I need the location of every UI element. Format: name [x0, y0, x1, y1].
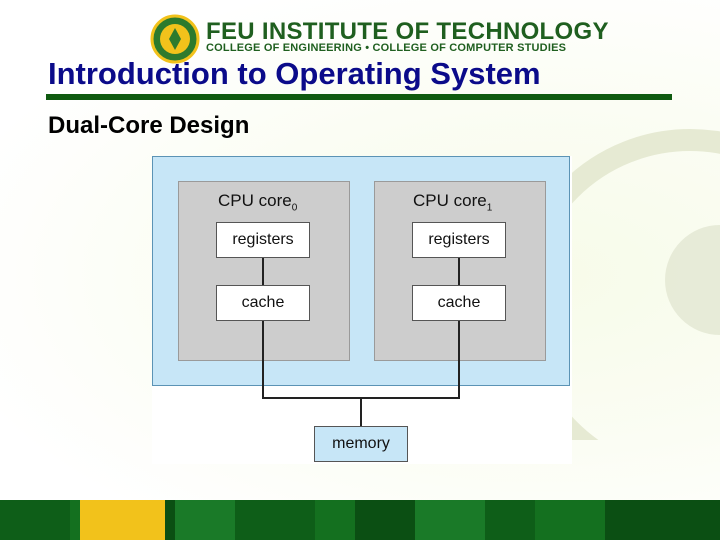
footer-segment-gold	[80, 500, 165, 540]
cpu-core-1-label: CPU core1	[413, 191, 493, 214]
footer-segment	[235, 500, 315, 540]
feu-seal-icon	[150, 14, 200, 64]
slide-title: Introduction to Operating System	[48, 56, 541, 91]
cpu-core-0-label: CPU core0	[218, 191, 298, 214]
footer-band	[0, 500, 720, 540]
institution-name: FEU INSTITUTE OF TECHNOLOGY	[206, 18, 609, 45]
slide-subtitle: Dual-Core Design	[48, 112, 250, 139]
core-0-registers: registers	[216, 222, 310, 258]
footer-segment	[535, 500, 605, 540]
institution-subtitle: COLLEGE OF ENGINEERING • COLLEGE OF COMP…	[206, 42, 567, 54]
footer-segment	[315, 500, 355, 540]
footer-segment	[605, 500, 720, 540]
footer-segment	[485, 500, 535, 540]
cpu-core-1-index: 1	[486, 202, 493, 214]
footer-segment	[415, 500, 485, 540]
title-divider	[46, 94, 672, 100]
footer-segment	[175, 500, 235, 540]
core-0-cache: cache	[216, 285, 310, 321]
footer-segment	[165, 500, 175, 540]
footer-segment	[0, 500, 70, 540]
cpu-core-0-index: 0	[291, 202, 298, 214]
footer-segment	[70, 500, 80, 540]
main-memory: memory	[314, 426, 408, 462]
core-1-cache: cache	[412, 285, 506, 321]
footer-segment	[355, 500, 415, 540]
core-1-registers: registers	[412, 222, 506, 258]
